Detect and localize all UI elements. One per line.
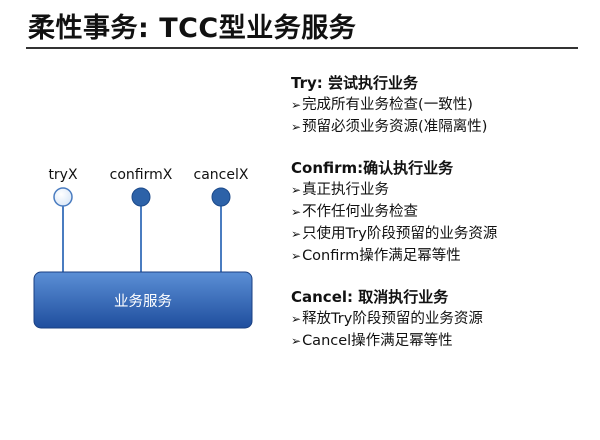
arrow-bullet-icon: ➢ xyxy=(291,120,302,134)
list-item: ➢真正执行业务 xyxy=(291,182,390,198)
list-item: ➢释放Try阶段预留的业务资源 xyxy=(291,311,483,327)
arrow-bullet-icon: ➢ xyxy=(291,249,302,263)
section-heading: Try: 尝试执行业务 xyxy=(291,74,418,92)
arrow-bullet-icon: ➢ xyxy=(291,227,302,241)
arrow-bullet-icon: ➢ xyxy=(291,205,302,219)
arrow-bullet-icon: ➢ xyxy=(291,98,302,112)
title-underline xyxy=(26,47,578,49)
list-item: ➢只使用Try阶段预留的业务资源 xyxy=(291,226,498,242)
port-label-try: tryX xyxy=(48,167,78,183)
list-item: ➢预留必须业务资源(准隔离性) xyxy=(291,119,488,135)
list-item: ➢Confirm操作满足幂等性 xyxy=(291,248,461,264)
port-node-confirm xyxy=(131,187,151,207)
service-box xyxy=(33,271,253,329)
section-cancel: Cancel: 取消执行业务 ➢释放Try阶段预留的业务资源 ➢Cancel操作… xyxy=(291,286,591,352)
section-try: Try: 尝试执行业务 ➢完成所有业务检查(一致性) ➢预留必须业务资源(准隔离… xyxy=(291,72,591,138)
arrow-bullet-icon: ➢ xyxy=(291,183,302,197)
tcc-service-diagram: 业务服务 xyxy=(33,187,253,329)
list-item: ➢Cancel操作满足幂等性 xyxy=(291,333,453,349)
port-label-confirm: confirmX xyxy=(109,167,173,183)
section-heading: Cancel: 取消执行业务 xyxy=(291,288,449,306)
slide-title: 柔性事务: TCC型业务服务 xyxy=(28,13,357,44)
section-confirm: Confirm:确认执行业务 ➢真正执行业务 ➢不作任何业务检查 ➢只使用Try… xyxy=(291,157,591,267)
tcc-description: Try: 尝试执行业务 ➢完成所有业务检查(一致性) ➢预留必须业务资源(准隔离… xyxy=(291,72,591,371)
list-item: ➢完成所有业务检查(一致性) xyxy=(291,97,473,113)
service-box-label: 业务服务 xyxy=(114,293,172,310)
arrow-bullet-icon: ➢ xyxy=(291,312,302,326)
port-node-try xyxy=(53,187,73,207)
port-label-cancel: cancelX xyxy=(193,167,249,183)
section-heading: Confirm:确认执行业务 xyxy=(291,159,454,177)
list-item: ➢不作任何业务检查 xyxy=(291,204,419,220)
arrow-bullet-icon: ➢ xyxy=(291,334,302,348)
port-node-cancel xyxy=(211,187,231,207)
